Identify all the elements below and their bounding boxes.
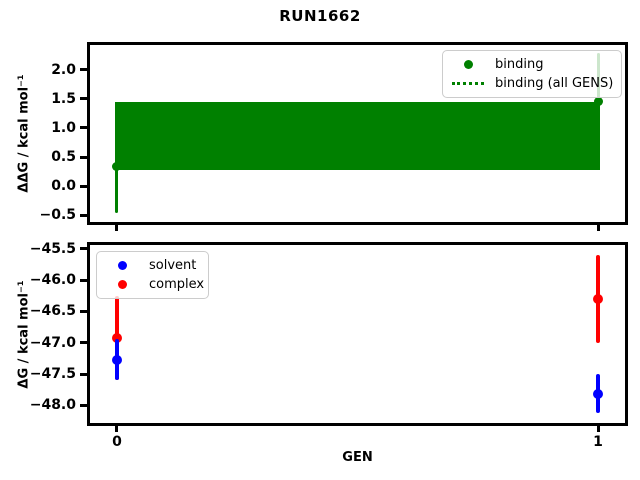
legend-item-solvent: solvent: [105, 256, 200, 275]
x-tick-label: 0: [112, 434, 122, 450]
legend-label: binding: [495, 57, 544, 72]
y-tick-label: 2.0: [51, 61, 76, 78]
legend-label: solvent: [149, 258, 197, 273]
y-tick-mark: [80, 213, 87, 217]
solvent-marker-icon: [105, 261, 139, 270]
x-tick-mark: [596, 225, 600, 231]
data-point-complex: [593, 293, 604, 304]
legend-item-binding-all-gens: binding (all GENS): [451, 74, 613, 93]
y-tick-mark: [80, 184, 87, 188]
data-point-solvent: [593, 388, 604, 399]
binding-marker-icon: [451, 60, 485, 69]
y-tick-mark: [80, 247, 87, 251]
green-dotted-line-icon: [452, 82, 484, 85]
y-tick-label: −46.5: [29, 303, 76, 320]
y-tick-mark: [80, 155, 87, 159]
y-tick-label: −0.5: [39, 207, 76, 224]
legend-binding: binding binding (all GENS): [442, 50, 622, 98]
legend-label: binding (all GENS): [495, 76, 614, 91]
y-axis-label-dg: ΔG / kcal mol⁻¹: [16, 280, 32, 389]
legend-label: complex: [149, 277, 205, 292]
y-tick-mark: [80, 403, 87, 407]
page-title: RUN1662: [279, 7, 361, 25]
y-tick-label: −46.0: [29, 272, 76, 289]
x-tick-mark: [115, 225, 119, 231]
y-tick-mark: [80, 372, 87, 376]
data-point-complex: [111, 332, 122, 343]
y-tick-label: 0.0: [51, 178, 76, 195]
legend-item-complex: complex: [105, 275, 204, 294]
data-point-solvent: [111, 354, 122, 365]
y-tick-label: −45.5: [29, 240, 76, 257]
x-axis-label: GEN: [342, 450, 373, 465]
y-tick-label: −47.5: [29, 366, 76, 383]
blue-dot-icon: [117, 261, 127, 270]
y-tick-label: −48.0: [29, 397, 76, 414]
y-tick-mark: [80, 341, 87, 345]
complex-marker-icon: [105, 280, 139, 289]
green-dot-icon: [463, 60, 473, 69]
red-dot-icon: [117, 280, 127, 289]
y-tick-mark: [80, 278, 87, 282]
axes-frame: [87, 242, 628, 426]
legend-item-binding: binding: [451, 55, 613, 74]
data-point-binding: [593, 97, 603, 107]
y-tick-mark: [80, 126, 87, 130]
y-tick-label: 0.5: [51, 149, 76, 165]
axes-frame: [87, 42, 628, 225]
legend-solvent-complex: solvent complex: [96, 251, 209, 299]
x-tick-label: 1: [593, 434, 603, 450]
y-tick-label: 1.5: [51, 90, 76, 107]
x-tick-mark: [596, 426, 600, 432]
y-tick-label: 1.0: [51, 119, 76, 136]
data-point-binding: [112, 162, 122, 172]
y-tick-label: −47.0: [29, 334, 76, 351]
binding-all-gens-line-icon: [451, 82, 485, 85]
x-tick-mark: [115, 426, 119, 432]
y-tick-mark: [80, 68, 87, 72]
y-axis-label-binding: ΔΔG / kcal mol⁻¹: [16, 74, 32, 193]
y-tick-mark: [80, 309, 87, 313]
y-tick-mark: [80, 97, 87, 101]
uncertainty-band: [114, 101, 601, 170]
